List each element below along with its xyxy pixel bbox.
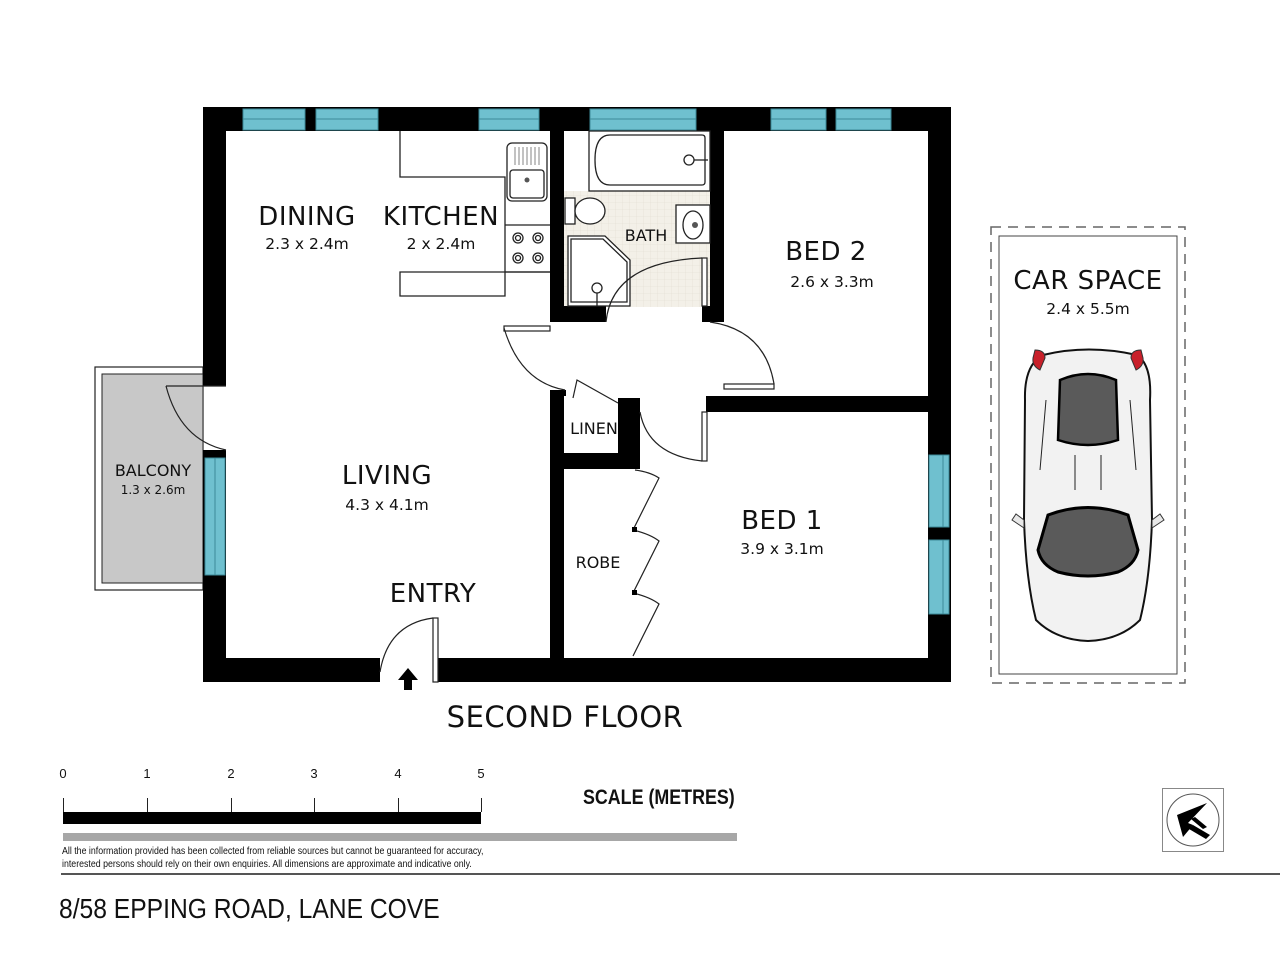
property-address: 8/58 EPPING ROAD, LANE COVE (59, 893, 440, 924)
disclaimer-line-1: All the information provided has been co… (62, 846, 484, 857)
room-label-robe: ROBE (576, 553, 621, 572)
room-dim-bed2: 2.6 x 3.3m (790, 273, 873, 291)
floor-plan: DINING 2.3 x 2.4m KITCHEN 2 x 2.4m BATH … (94, 107, 1186, 690)
room-dim-balcony: 1.3 x 2.6m (121, 483, 186, 497)
scale-tick-2: 2 (227, 766, 235, 781)
room-label-bed1: BED 1 (741, 506, 823, 536)
scale-bar: 0 1 2 3 4 5 (59, 766, 485, 824)
room-dim-bed1: 3.9 x 3.1m (740, 540, 823, 558)
room-labels: DINING 2.3 x 2.4m KITCHEN 2 x 2.4m BATH … (115, 202, 1162, 609)
car-top-view-icon (1011, 348, 1165, 643)
room-label-balcony: BALCONY (115, 461, 192, 480)
room-label-kitchen: KITCHEN (383, 202, 499, 232)
scale-title: SCALE (METRES) (583, 786, 735, 809)
disclaimer-line-2: interested persons should rely on their … (62, 858, 472, 870)
room-label-living: LIVING (342, 461, 432, 491)
scale-tick-mark (481, 798, 482, 812)
room-dim-dining: 2.3 x 2.4m (265, 235, 348, 253)
balcony (94, 366, 204, 591)
divider (63, 833, 737, 841)
floor-title: SECOND FLOOR (446, 700, 684, 734)
scale-tick-mark (63, 798, 64, 812)
kitchen-fixtures (399, 131, 550, 297)
scale-tick-5: 5 (477, 766, 485, 781)
room-label-entry: ENTRY (390, 579, 477, 609)
doors (165, 257, 775, 683)
scale-tick-3: 3 (310, 766, 318, 781)
room-dim-kitchen: 2 x 2.4m (407, 235, 476, 253)
room-label-linen: LINEN (570, 419, 618, 438)
scale-tick-0: 0 (59, 766, 67, 781)
windows (204, 108, 950, 615)
scale-tick-mark (314, 798, 315, 812)
room-label-car-space: CAR SPACE (1013, 266, 1162, 296)
scale-tick-mark (231, 798, 232, 812)
bath-fixtures (564, 130, 711, 307)
up-arrow-icon (398, 668, 418, 690)
divider (61, 873, 1280, 875)
scale-bar-fill (63, 812, 481, 824)
room-dim-living: 4.3 x 4.1m (345, 496, 428, 514)
room-label-bed2: BED 2 (785, 237, 867, 267)
room-dim-car-space: 2.4 x 5.5m (1046, 300, 1129, 318)
scale-tick-4: 4 (394, 766, 402, 781)
scale-tick-mark (398, 798, 399, 812)
disclaimer: All the information provided has been co… (62, 846, 484, 871)
room-label-dining: DINING (258, 202, 355, 232)
scale-tick-mark (147, 798, 148, 812)
scale-tick-1: 1 (143, 766, 151, 781)
north-arrow-icon (1162, 788, 1224, 852)
room-label-bath: BATH (625, 226, 667, 245)
